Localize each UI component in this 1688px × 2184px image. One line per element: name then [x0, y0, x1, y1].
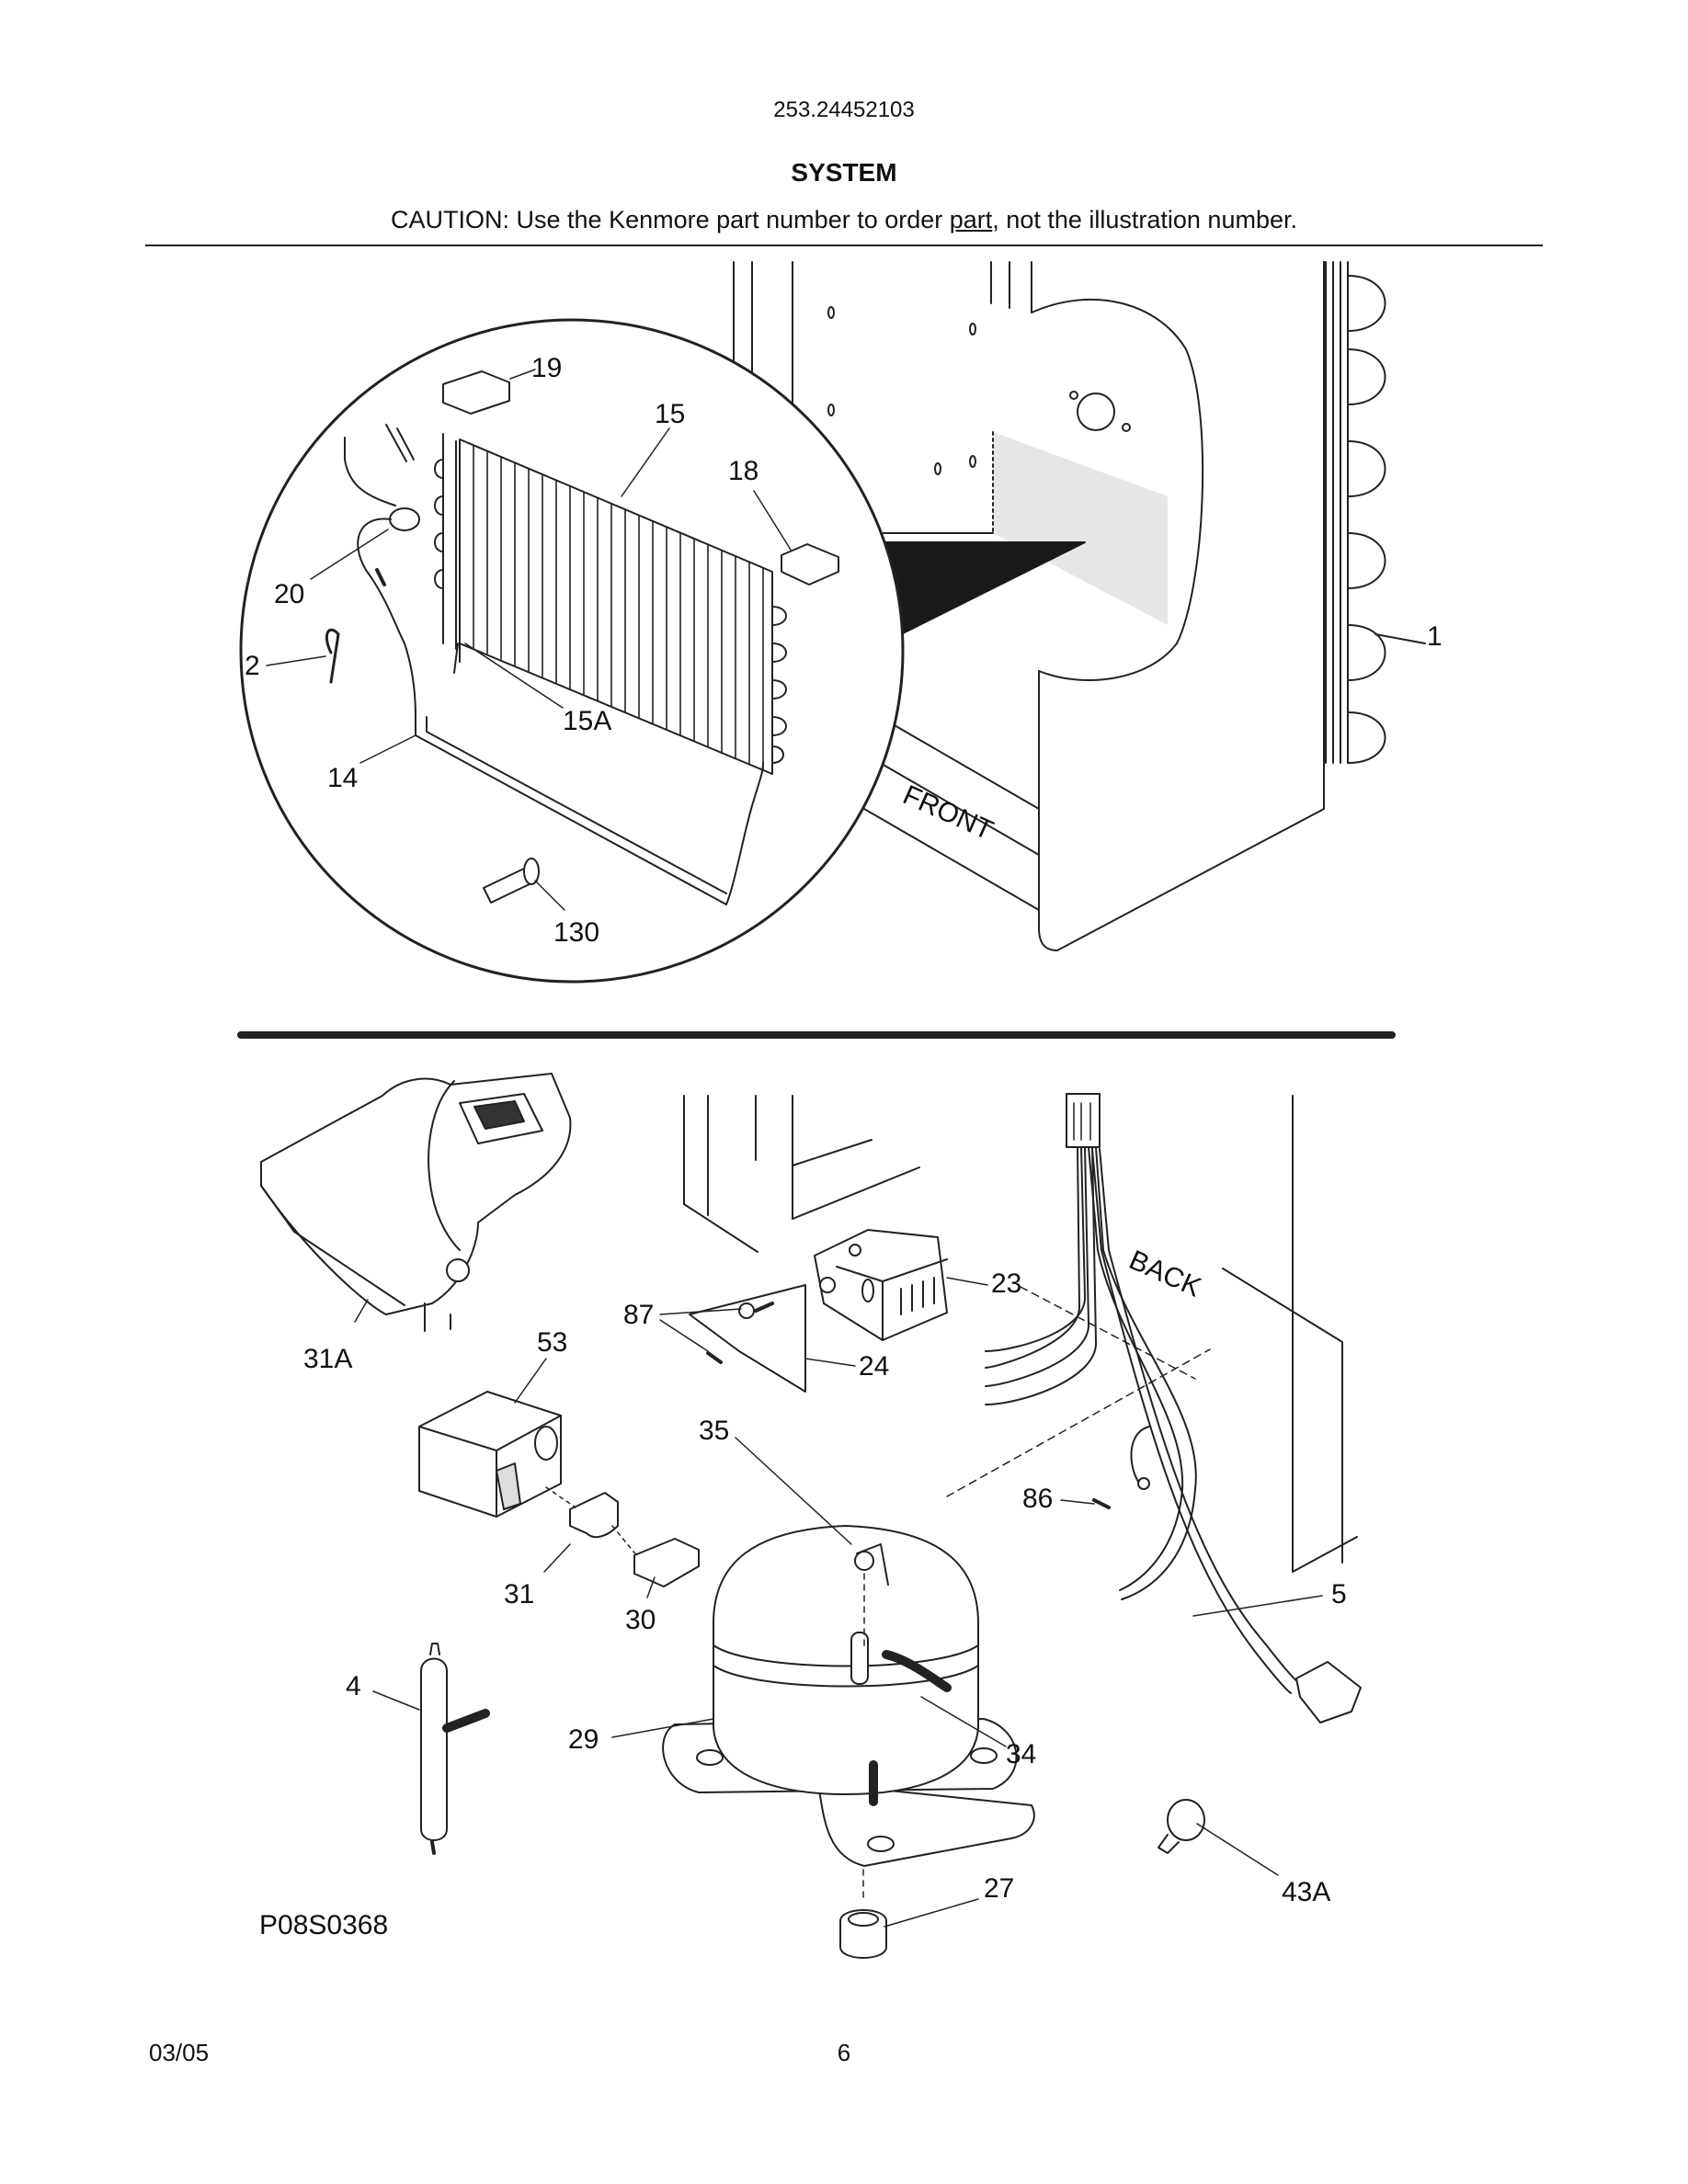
- front-label: FRONT: [898, 779, 998, 846]
- callout-29: 29: [568, 1724, 599, 1755]
- screw-86: [1092, 1498, 1111, 1509]
- cover-53: [418, 1391, 562, 1518]
- callout-19: 19: [531, 353, 562, 383]
- clamp-43a: [1158, 1799, 1205, 1854]
- footer-date: 03/05: [149, 2039, 210, 2066]
- leader-lines-top: [266, 369, 792, 911]
- callout-31: 31: [504, 1579, 534, 1610]
- callout-27: 27: [984, 1873, 1014, 1904]
- callout-34: 34: [1006, 1739, 1036, 1769]
- terminal-block-19: [442, 370, 510, 415]
- icemaker-housing-31a: [260, 1073, 572, 1332]
- overload-30: [633, 1538, 700, 1587]
- page-number: 6: [837, 2039, 851, 2066]
- callout-23: 23: [991, 1268, 1021, 1299]
- callout-15: 15: [655, 399, 685, 429]
- condenser-coil: [1325, 261, 1426, 764]
- timer-23: [814, 1229, 948, 1341]
- callout-24: 24: [859, 1351, 889, 1382]
- callout-1: 1: [1427, 621, 1443, 652]
- callout-18: 18: [728, 456, 758, 486]
- cabinet-interior: [733, 261, 1325, 951]
- grommet-27: [839, 1869, 887, 1959]
- callout-53: 53: [537, 1327, 567, 1358]
- model-number: 253.24452103: [773, 97, 915, 122]
- power-cord-5: [985, 1093, 1362, 1723]
- evaporator: [434, 433, 787, 775]
- callout-130: 130: [553, 917, 599, 948]
- callout-4: 4: [346, 1671, 361, 1701]
- callout-31a: 31A: [303, 1344, 352, 1374]
- callout-35: 35: [699, 1416, 729, 1446]
- callout-2: 2: [245, 651, 260, 681]
- header-rule: [145, 245, 1543, 246]
- caution-link[interactable]: part: [949, 206, 993, 233]
- callout-20: 20: [274, 579, 304, 609]
- caution-post: , not the illustration number.: [992, 206, 1297, 233]
- screw-87a: [706, 1351, 723, 1364]
- figure-id: P08S0368: [259, 1910, 389, 1940]
- screw-87b: [754, 1302, 774, 1313]
- callout-14: 14: [327, 763, 358, 793]
- callout-87: 87: [623, 1300, 654, 1330]
- leader-lines-bottom: [354, 1277, 1323, 1928]
- bracket-24: [689, 1284, 806, 1393]
- terminal-block-18: [781, 543, 839, 586]
- callout-30: 30: [625, 1605, 656, 1635]
- wire-clip-2: [325, 628, 340, 684]
- filter-drier-4: [420, 1643, 490, 1855]
- caution-pre: CAUTION: Use the Kenmore part number to …: [391, 206, 950, 233]
- caution-text: CAUTION: Use the Kenmore part number to …: [0, 206, 1688, 234]
- section-title: SYSTEM: [791, 158, 897, 187]
- callout-43a: 43A: [1282, 1877, 1330, 1907]
- callout-15a: 15A: [563, 706, 611, 736]
- cabinet-back: [683, 1095, 1358, 1573]
- callout-5: 5: [1331, 1579, 1347, 1610]
- back-label: BACK: [1124, 1245, 1205, 1302]
- fitting-130: [483, 858, 540, 904]
- relay-31: [569, 1492, 619, 1539]
- compressor-29: [662, 1525, 1035, 1867]
- callout-86: 86: [1022, 1484, 1053, 1514]
